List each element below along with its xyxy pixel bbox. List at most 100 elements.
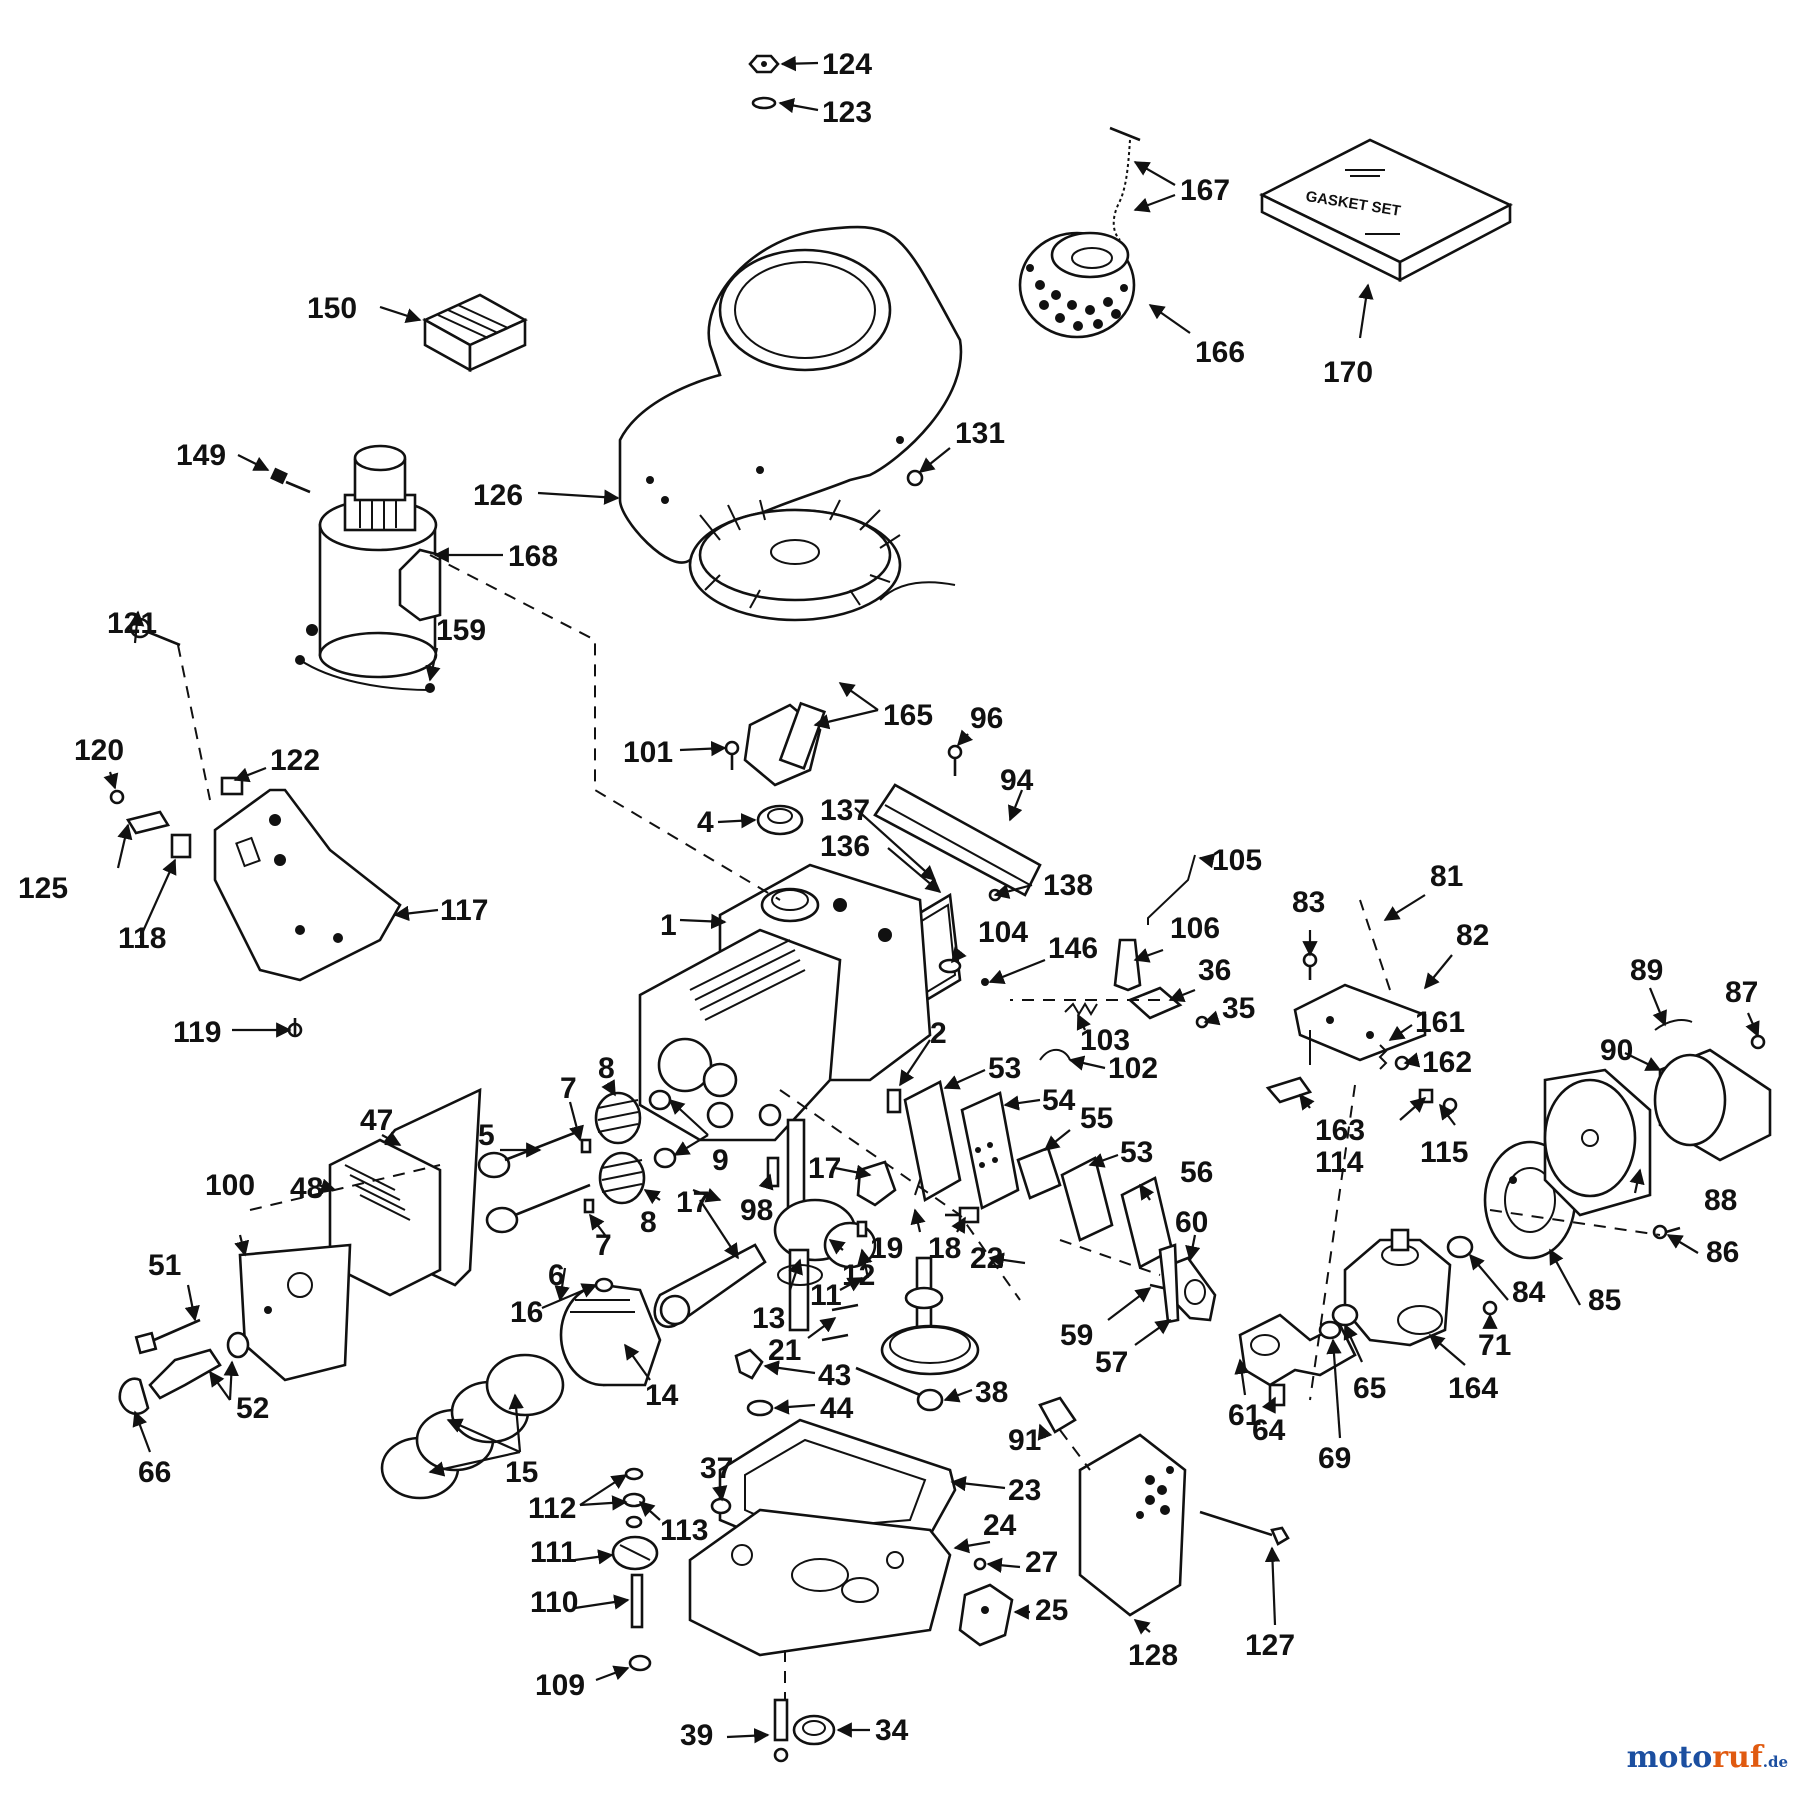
part-washer-44 — [746, 1399, 774, 1417]
part-screw-86 — [1652, 1224, 1681, 1240]
label-8b: 8 — [640, 1206, 657, 1239]
label-12: 12 — [842, 1259, 875, 1292]
part-flywheel-165 — [688, 499, 956, 787]
part-clip-122 — [220, 776, 244, 796]
label-52: 52 — [236, 1392, 269, 1425]
label-118: 118 — [118, 922, 166, 955]
watermark-part-c: .de — [1762, 1753, 1788, 1771]
label-161: 161 — [1415, 1006, 1465, 1039]
parts-layer: GASKET SET — [109, 54, 1772, 1763]
part-bracket-36 — [1127, 986, 1183, 1020]
label-106: 106 — [1170, 912, 1220, 945]
part-key-12 — [856, 1220, 868, 1238]
part-plug-43 — [734, 1348, 764, 1380]
label-103: 103 — [1080, 1024, 1130, 1057]
label-71: 71 — [1478, 1329, 1511, 1362]
label-112: 112 — [528, 1492, 576, 1525]
part-cylinder-block-1 — [638, 863, 932, 1142]
part-tappets-21 — [821, 1303, 859, 1342]
label-69: 69 — [1318, 1442, 1351, 1475]
part-control-bracket-82 — [1293, 983, 1427, 1065]
label-24: 24 — [983, 1509, 1017, 1542]
part-pin-146 — [981, 978, 989, 986]
label-34: 34 — [875, 1714, 909, 1747]
label-91: 91 — [1008, 1424, 1041, 1457]
part-starter-rope-167 — [1109, 126, 1141, 241]
label-113: 113 — [660, 1514, 708, 1547]
part-screw-83 — [1302, 952, 1318, 980]
part-oil-seal-4 — [756, 804, 804, 836]
label-164: 164 — [1448, 1372, 1498, 1405]
label-163: 163 — [1315, 1114, 1365, 1147]
label-122: 122 — [270, 744, 320, 777]
label-117: 117 — [440, 894, 488, 927]
label-127: 127 — [1245, 1629, 1295, 1662]
watermark-logo: motoruf.de — [1627, 1740, 1788, 1775]
label-9: 9 — [712, 1144, 729, 1177]
part-blower-housing-126 — [618, 225, 963, 564]
label-104: 104 — [978, 916, 1028, 949]
part-rewind-starter-166 — [1018, 231, 1136, 339]
part-gasket-53b — [1060, 1156, 1114, 1242]
part-washers-112 — [622, 1467, 646, 1529]
part-gasket-91 — [1038, 1396, 1077, 1434]
label-136: 136 — [820, 830, 870, 863]
part-washer-123 — [751, 96, 777, 110]
label-57: 57 — [1095, 1346, 1128, 1379]
part-starter-strap-159 — [295, 655, 435, 693]
part-gasket-set-box-170: GASKET SET — [1259, 138, 1513, 283]
part-air-cleaner-cover-90 — [1653, 1048, 1772, 1162]
label-126: 126 — [473, 479, 523, 512]
label-16: 16 — [510, 1296, 543, 1329]
label-131: 131 — [955, 417, 1005, 450]
label-36: 36 — [1198, 954, 1231, 987]
label-81: 81 — [1430, 860, 1463, 893]
part-screw-101 — [724, 740, 740, 770]
label-115: 115 — [1420, 1136, 1468, 1169]
label-53b: 53 — [1120, 1136, 1153, 1169]
part-crankcase-base-24 — [688, 1508, 952, 1657]
part-keeper-7b — [583, 1198, 595, 1214]
label-17a: 17 — [808, 1152, 841, 1185]
part-piston-14 — [559, 1283, 662, 1387]
label-55: 55 — [1080, 1102, 1113, 1135]
label-19: 19 — [870, 1232, 903, 1265]
label-125: 125 — [18, 872, 68, 905]
label-162: 162 — [1422, 1046, 1472, 1079]
part-spring-103 — [1064, 1002, 1098, 1016]
part-washer-37 — [710, 1497, 732, 1515]
part-screw-120 — [109, 789, 125, 805]
label-39: 39 — [680, 1719, 713, 1752]
label-1: 1 — [660, 909, 677, 942]
part-retainer-9b — [653, 1147, 677, 1169]
part-screw-71 — [1482, 1300, 1498, 1316]
part-gasket-69 — [1318, 1320, 1342, 1340]
label-22: 22 — [970, 1242, 1003, 1275]
part-clip-125 — [125, 810, 171, 835]
part-gasket-65 — [1331, 1303, 1359, 1327]
part-spring-8b — [598, 1151, 646, 1205]
label-138: 138 — [1043, 869, 1093, 902]
part-clip-118 — [170, 833, 192, 859]
label-61: 61 — [1228, 1399, 1261, 1432]
part-breather-54 — [960, 1091, 1020, 1210]
part-gasket-53a — [903, 1080, 962, 1203]
part-valve-6 — [485, 1183, 591, 1234]
label-85: 85 — [1588, 1284, 1621, 1317]
part-screw-18 — [945, 1206, 980, 1224]
part-bolt-127 — [1199, 1510, 1290, 1546]
part-bolt-149 — [270, 467, 311, 494]
label-165: 165 — [883, 699, 933, 732]
part-screw-96 — [947, 744, 963, 776]
label-114: 114 — [1315, 1146, 1364, 1179]
label-90: 90 — [1600, 1034, 1633, 1067]
part-spring-8a — [594, 1091, 642, 1145]
label-4: 4 — [697, 806, 714, 839]
part-spring-102 — [1039, 1048, 1071, 1061]
part-electric-starter-168 — [306, 444, 442, 679]
label-65: 65 — [1353, 1372, 1386, 1405]
watermark-part-a: moto — [1626, 1740, 1713, 1775]
label-43: 43 — [818, 1359, 851, 1392]
part-shroud-117 — [213, 788, 402, 982]
